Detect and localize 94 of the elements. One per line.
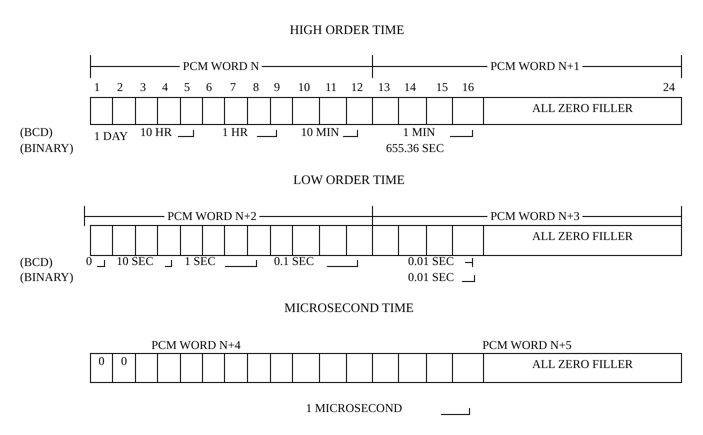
bit-cell bbox=[372, 225, 399, 256]
bit-cell: 0 bbox=[112, 353, 136, 383]
bit-cell bbox=[398, 225, 427, 256]
bit-cell bbox=[135, 353, 158, 383]
field-label: 0.01 SEC bbox=[408, 255, 454, 267]
word-label: PCM WORD N+3 bbox=[487, 210, 583, 222]
bit-cell bbox=[90, 225, 113, 256]
word-label: PCM WORD N bbox=[180, 60, 262, 72]
field-label: 1 MIN bbox=[402, 126, 436, 138]
code-label: (BCD) bbox=[20, 126, 53, 138]
bit-cell bbox=[452, 225, 484, 256]
bit-number: 1 bbox=[94, 81, 100, 93]
bit-cell bbox=[292, 97, 320, 125]
word-label: PCM WORD N+4 bbox=[151, 339, 241, 351]
bit-cell bbox=[270, 353, 293, 383]
bit-number: 24 bbox=[663, 81, 675, 93]
bit-cell bbox=[398, 353, 427, 383]
field-label: 655.36 SEC bbox=[386, 142, 444, 154]
bit-cell bbox=[292, 353, 320, 383]
bit-cell bbox=[247, 225, 271, 256]
bit-cell bbox=[398, 97, 427, 125]
bit-cell bbox=[346, 97, 373, 125]
bit-number: 16 bbox=[462, 81, 474, 93]
bit-cell bbox=[346, 225, 373, 256]
bit-cell bbox=[426, 353, 453, 383]
bit-cell bbox=[452, 97, 484, 125]
word-label: PCM WORD N+5 bbox=[482, 339, 572, 351]
field-label: 10 SEC bbox=[116, 255, 154, 267]
bit-cell bbox=[372, 353, 399, 383]
bit-cell bbox=[247, 353, 271, 383]
bit-number: 8 bbox=[253, 81, 259, 93]
bit-cell bbox=[224, 97, 248, 125]
word-label: PCM WORD N+1 bbox=[487, 60, 583, 72]
field-label: 0.01 SEC bbox=[408, 271, 454, 283]
bit-number: 6 bbox=[206, 81, 212, 93]
bit-cell bbox=[292, 225, 320, 256]
bit-cell bbox=[270, 97, 293, 125]
bit-cell bbox=[157, 97, 181, 125]
code-label: (BINARY) bbox=[20, 142, 74, 154]
bit-cell: 0 bbox=[90, 353, 113, 383]
bit-cell bbox=[135, 225, 158, 256]
bit-cell bbox=[319, 97, 347, 125]
bit-number: 3 bbox=[140, 81, 146, 93]
bit-cell bbox=[319, 353, 347, 383]
field-label: 0.1 SEC bbox=[274, 255, 314, 267]
bit-cell bbox=[157, 225, 181, 256]
filler-field: ALL ZERO FILLER bbox=[483, 97, 682, 125]
section-title: LOW ORDER TIME bbox=[293, 174, 405, 186]
bit-number: 15 bbox=[436, 81, 448, 93]
bit-cell bbox=[202, 97, 225, 125]
section-title: HIGH ORDER TIME bbox=[290, 24, 404, 36]
bit-cell bbox=[426, 97, 453, 125]
bit-number: 12 bbox=[351, 81, 363, 93]
filler-field: ALL ZERO FILLER bbox=[483, 225, 682, 256]
section-title: MICROSECOND TIME bbox=[284, 302, 414, 314]
bit-cell bbox=[112, 225, 136, 256]
bit-cell bbox=[247, 97, 271, 125]
bit-cell bbox=[426, 225, 453, 256]
bit-cell bbox=[135, 97, 158, 125]
bit-cell bbox=[270, 225, 293, 256]
bit-cell bbox=[180, 225, 203, 256]
bit-cell bbox=[180, 353, 203, 383]
field-label: 10 HR bbox=[140, 126, 172, 138]
bit-number: 5 bbox=[184, 81, 190, 93]
word-label: PCM WORD N+2 bbox=[164, 210, 260, 222]
code-label: (BCD) bbox=[20, 256, 53, 268]
bit-cell bbox=[224, 353, 248, 383]
bit-cell bbox=[157, 353, 181, 383]
bit-number: 11 bbox=[325, 81, 337, 93]
bit-cell bbox=[112, 97, 136, 125]
bit-number: 2 bbox=[117, 81, 123, 93]
bit-number: 4 bbox=[162, 81, 168, 93]
field-label: 0 bbox=[86, 255, 92, 267]
field-label: 1 SEC bbox=[184, 255, 216, 267]
code-label: (BINARY) bbox=[20, 271, 74, 283]
bit-cell bbox=[180, 97, 203, 125]
bit-cell bbox=[202, 225, 225, 256]
bit-cell bbox=[452, 353, 484, 383]
bit-cell bbox=[202, 353, 225, 383]
filler-field: ALL ZERO FILLER bbox=[483, 353, 682, 383]
field-label: 1 HR bbox=[222, 126, 248, 138]
bit-number: 9 bbox=[274, 81, 280, 93]
bit-cell bbox=[90, 97, 113, 125]
field-label: 1 DAY bbox=[94, 130, 128, 142]
field-label: 10 MIN bbox=[300, 126, 340, 138]
bit-cell bbox=[372, 97, 399, 125]
bit-number: 10 bbox=[298, 81, 310, 93]
bit-cell bbox=[319, 225, 347, 256]
field-label: 1 MICROSECOND bbox=[306, 402, 402, 414]
bit-number: 7 bbox=[230, 81, 236, 93]
bit-number: 14 bbox=[404, 81, 416, 93]
bit-cell bbox=[224, 225, 248, 256]
bit-number: 13 bbox=[378, 81, 390, 93]
bit-cell bbox=[346, 353, 373, 383]
